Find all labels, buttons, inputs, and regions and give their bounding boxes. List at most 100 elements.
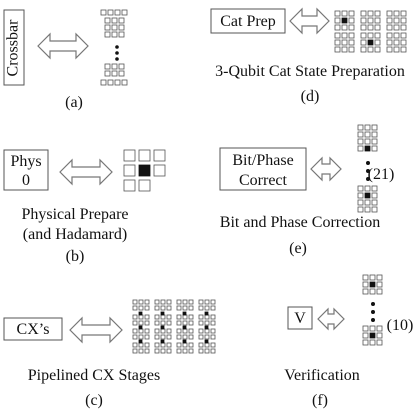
grid-cell xyxy=(360,32,367,39)
grid-cell xyxy=(144,314,150,320)
grid-cell xyxy=(204,348,210,354)
grid-cell xyxy=(166,334,172,340)
grid-cell xyxy=(188,348,194,354)
grid-cell xyxy=(371,206,378,213)
grid-cell xyxy=(393,10,400,17)
grid-cell xyxy=(393,24,400,31)
grid-cell xyxy=(400,17,407,24)
grid-cell xyxy=(154,334,160,340)
grid-cell xyxy=(176,328,182,334)
grid-cell xyxy=(348,24,355,31)
verification-box xyxy=(287,306,313,330)
bit-phase-line1: Bit/Phase xyxy=(232,152,293,169)
grid-cell xyxy=(341,32,348,39)
grid-cell xyxy=(386,24,393,31)
grid-cell xyxy=(138,299,144,305)
grid-cell xyxy=(364,199,371,206)
correction-grid xyxy=(357,124,378,213)
grid-cell xyxy=(357,192,364,199)
grid-cell xyxy=(393,17,400,24)
grid-cell xyxy=(154,305,160,311)
panel-e: Bit/Phase Correct (21) Bit and Phase Cor… xyxy=(219,124,394,257)
grid-cell xyxy=(144,342,150,348)
crossbar-label: Crossbar xyxy=(5,19,22,77)
grid-cell xyxy=(144,348,150,354)
grid-cell xyxy=(334,39,341,46)
grid-cell xyxy=(160,328,166,334)
grid-cell xyxy=(367,17,374,24)
cx-box-label: CX’s xyxy=(17,321,50,338)
grid-cell xyxy=(182,305,188,311)
grid-cell xyxy=(188,314,194,320)
grid-cell xyxy=(132,299,138,305)
grid-cell xyxy=(210,348,216,354)
grid-cell xyxy=(393,32,400,39)
grid-cell xyxy=(204,299,210,305)
grid-cell xyxy=(144,299,150,305)
grid-cell xyxy=(138,348,144,354)
verification-grid xyxy=(362,274,383,346)
grid-cell xyxy=(362,274,369,281)
grid-cell xyxy=(371,131,378,138)
grid-cell xyxy=(166,314,172,320)
cx-box xyxy=(3,317,63,341)
ellipsis-dot xyxy=(366,161,370,165)
grid-cell xyxy=(104,17,111,24)
grid-cell xyxy=(357,131,364,138)
grid-cell xyxy=(376,325,383,332)
grid-cell xyxy=(374,17,381,24)
grid-cell xyxy=(374,24,381,31)
grid-cell xyxy=(111,63,118,70)
grid-cell xyxy=(153,164,166,177)
active-cell xyxy=(204,311,209,316)
grid-cell xyxy=(104,63,111,70)
cat-prep-grid xyxy=(334,10,407,53)
panel-caption-line2: (and Hadamard) xyxy=(23,226,127,243)
panel-caption-line1: Physical Prepare xyxy=(21,206,128,223)
grid-cell xyxy=(154,348,160,354)
grid-cell xyxy=(374,39,381,46)
panel-tag: (b) xyxy=(66,248,85,265)
grid-cell xyxy=(132,348,138,354)
grid-cell xyxy=(176,342,182,348)
active-cell xyxy=(138,339,143,344)
grid-cell xyxy=(138,342,144,348)
grid-cell xyxy=(176,320,182,326)
grid-cell xyxy=(369,288,376,295)
grid-cell xyxy=(393,39,400,46)
grid-cell xyxy=(176,305,182,311)
arrow-left-right-icon xyxy=(310,156,342,182)
grid-cell xyxy=(371,192,378,199)
grid-cell xyxy=(182,342,188,348)
grid-cell xyxy=(118,70,125,77)
grid-cell xyxy=(362,325,369,332)
grid-cell xyxy=(360,39,367,46)
arrow-left-right-icon xyxy=(317,307,345,331)
grid-cell xyxy=(369,274,376,281)
panel-tag: (c) xyxy=(85,392,103,409)
active-cell xyxy=(341,17,348,24)
grid-cell xyxy=(204,334,210,340)
verification-label: V xyxy=(294,310,306,327)
cat-prep-label: Cat Prep xyxy=(220,13,276,30)
arrow-left-right-icon xyxy=(59,158,113,186)
grid-cell xyxy=(198,320,204,326)
panel-caption: Pipelined CX Stages xyxy=(28,367,160,384)
grid-cell xyxy=(364,124,371,131)
grid-cell xyxy=(348,10,355,17)
grid-cell xyxy=(204,328,210,334)
grid-cell xyxy=(341,10,348,17)
grid-cell xyxy=(132,305,138,311)
grid-cell xyxy=(182,328,188,334)
grid-cell xyxy=(400,10,407,17)
ellipsis-dot xyxy=(371,302,375,306)
grid-cell xyxy=(364,131,371,138)
grid-cell xyxy=(144,334,150,340)
grid-cell xyxy=(374,10,381,17)
crossbar-box xyxy=(3,9,25,86)
grid-cell xyxy=(400,24,407,31)
active-cell xyxy=(138,311,143,316)
grid-cell xyxy=(160,342,166,348)
grid-cell xyxy=(362,332,369,339)
active-cell xyxy=(204,339,209,344)
